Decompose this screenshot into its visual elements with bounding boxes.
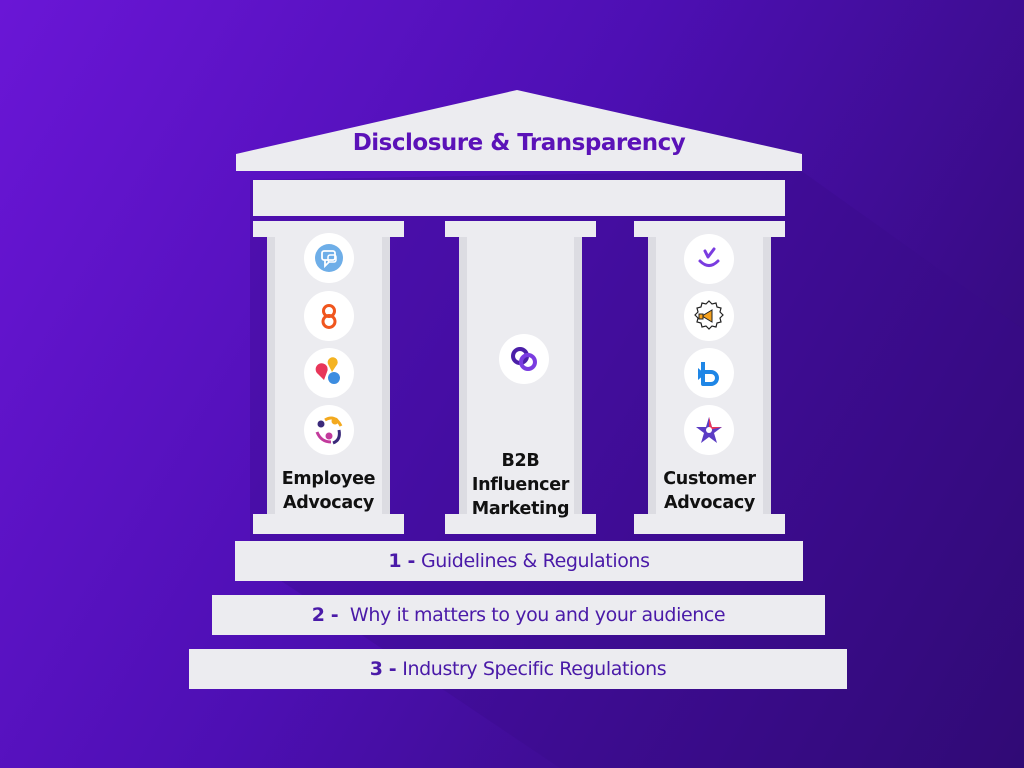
- step-3-industry-specific-regulations: 3 - Industry Specific Regulations: [189, 649, 847, 689]
- step-text: Guidelines & Regulations: [420, 550, 650, 572]
- step-text: Industry Specific Regulations: [402, 658, 667, 680]
- petals-logo-icon: [304, 348, 354, 398]
- step-2-why-it-matters: 2 - Why it matters to you and your audie…: [212, 595, 825, 635]
- roof-title: Disclosure & Transparency: [352, 130, 686, 156]
- step-number: 1 -: [388, 550, 415, 572]
- step-number: 3 -: [369, 658, 397, 680]
- pillar-label-line: Advocacy: [663, 493, 756, 513]
- pillar-label-line: Advocacy: [282, 493, 375, 513]
- blue-b-logo-icon: [684, 348, 734, 398]
- pillar-cap: [634, 221, 785, 237]
- pillar-label-line: Influencer: [471, 475, 570, 495]
- pillar-cap: [253, 221, 404, 237]
- pillar-label: Customer Advocacy: [634, 467, 785, 515]
- pillar-label-line: B2B: [501, 451, 540, 471]
- check-smile-logo-icon: [684, 234, 734, 284]
- step-number: 2 -: [311, 604, 339, 626]
- step-text: Why it matters to you and your audience: [344, 604, 726, 626]
- star-logo-icon: [684, 405, 734, 455]
- chat-bubble-icon: [304, 233, 354, 283]
- pillar-label: B2B Influencer Marketing: [445, 449, 596, 521]
- people-circle-logo-icon: [304, 405, 354, 455]
- pillar-base: [253, 514, 404, 534]
- pillar-base: [445, 514, 596, 534]
- pillar-customer-advocacy: Customer Advocacy: [634, 221, 785, 534]
- linked-rings-logo-icon: [499, 334, 549, 384]
- step-1-guidelines-regulations: 1 - Guidelines & Regulations: [235, 541, 803, 581]
- pillar-cap: [445, 221, 596, 237]
- pillar-label-line: Employee: [281, 469, 376, 489]
- pillar-label: Employee Advocacy: [253, 467, 404, 515]
- orange-8-logo-icon: [304, 291, 354, 341]
- pillar-label-line: Customer: [663, 469, 756, 489]
- megaphone-badge-icon: [684, 291, 734, 341]
- pillar-base: [634, 514, 785, 534]
- temple-beam: [253, 180, 785, 216]
- pillar-employee-advocacy: Employee Advocacy: [253, 221, 404, 534]
- pillar-label-line: Marketing: [471, 499, 570, 519]
- pillar-b2b-influencer-marketing: B2B Influencer Marketing: [445, 221, 596, 534]
